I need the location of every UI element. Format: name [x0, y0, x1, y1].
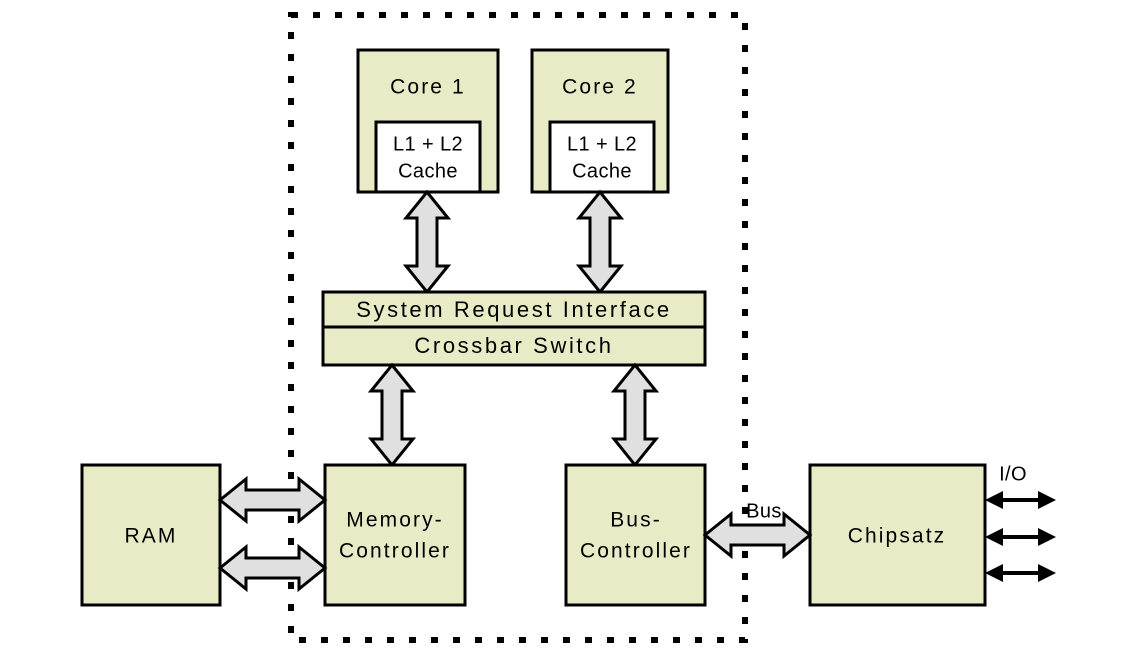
crossbar-switch-group[interactable]: Crossbar Switch [321, 325, 707, 367]
arrow-core2-to-sri [575, 189, 625, 295]
chipsatz-box[interactable] [808, 463, 987, 607]
bus-connection-label: Bus [746, 500, 782, 522]
memory-controller-box[interactable] [323, 463, 467, 607]
core-2-cache-line1: L1 + L2 [567, 133, 637, 155]
system-request-interface-label: System Request Interface [356, 297, 672, 322]
system-request-interface-group[interactable]: System Request Interface [321, 290, 707, 329]
arrow-crossbar-to-bus-controller [610, 362, 660, 468]
arrow-ram-to-memory-controller-lower [217, 543, 328, 593]
bus-controller-line1: Bus- [610, 509, 662, 532]
core-1-cache-box[interactable] [374, 120, 482, 194]
arrow-bus-controller-to-chipsatz [702, 510, 813, 560]
ram-label: RAM [125, 525, 178, 548]
arrow-ram-to-memory-controller-upper [217, 475, 328, 525]
ram-box[interactable] [80, 463, 222, 607]
crossbar-switch-label: Crossbar Switch [414, 333, 613, 358]
memory-controller-line1: Memory- [346, 509, 444, 532]
chip-boundary-dashed [288, 12, 748, 643]
arrow-core1-to-sri [402, 189, 452, 295]
core-2-label: Core 2 [562, 76, 638, 99]
core-1-group[interactable]: Core 1 L1 + L2 Cache [356, 48, 500, 194]
chipsatz-group[interactable]: Chipsatz [808, 463, 987, 607]
io-connection-label: I/O [999, 463, 1027, 485]
memory-controller-group[interactable]: Memory- Controller [323, 463, 467, 607]
io-arrow-1 [985, 491, 1056, 509]
chipsatz-label: Chipsatz [848, 525, 947, 548]
bus-controller-line2: Controller [580, 540, 692, 563]
io-arrow-2 [985, 528, 1056, 546]
bus-controller-group[interactable]: Bus- Controller [564, 463, 707, 607]
core-2-group[interactable]: Core 2 L1 + L2 Cache [530, 48, 670, 194]
io-arrow-3 [985, 564, 1056, 582]
bus-controller-box[interactable] [564, 463, 707, 607]
core-1-cache-line1: L1 + L2 [393, 133, 463, 155]
core-2-cache-box[interactable] [548, 120, 656, 194]
arrow-crossbar-to-memory-controller [367, 362, 417, 468]
memory-controller-line2: Controller [339, 540, 451, 563]
ram-group[interactable]: RAM [80, 463, 222, 607]
core-1-cache-line2: Cache [398, 160, 458, 182]
core-2-cache-line2: Cache [572, 160, 632, 182]
crossbar-switch-box[interactable] [321, 325, 707, 367]
core-1-label: Core 1 [390, 76, 466, 99]
